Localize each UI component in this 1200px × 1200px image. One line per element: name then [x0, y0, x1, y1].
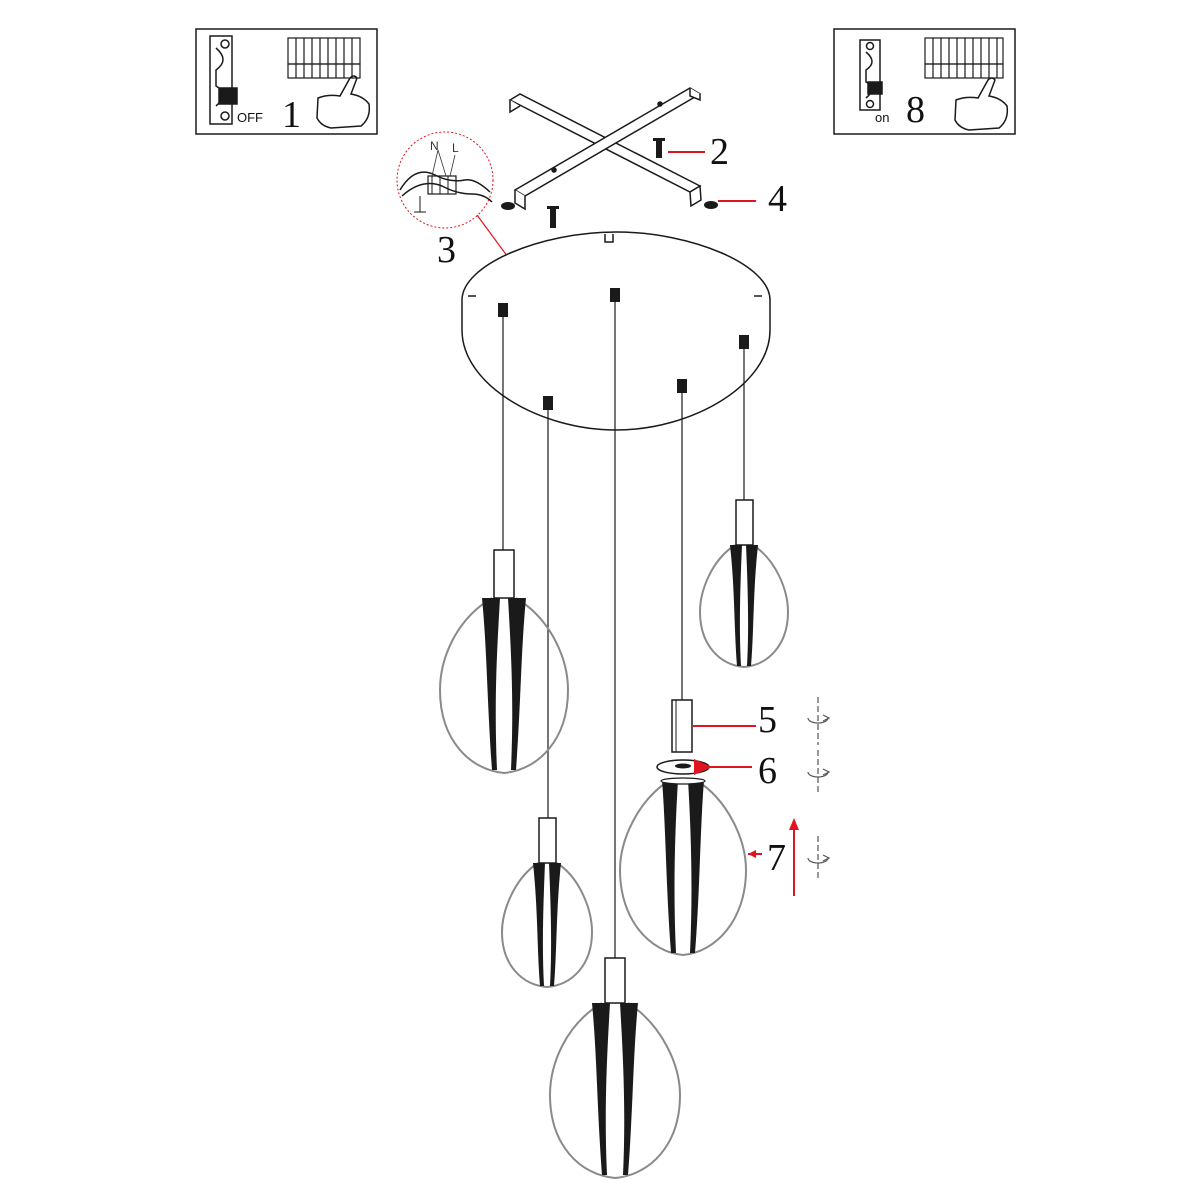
rotate-icon: [807, 697, 831, 745]
hand-icon: [954, 77, 1009, 131]
ceiling-canopy: [461, 231, 771, 431]
neutral-label: N: [430, 139, 439, 153]
step-2-label: 2: [710, 131, 729, 173]
step-1-label: 1: [282, 94, 301, 136]
pendant-shade: [438, 549, 570, 775]
live-label: L: [452, 141, 459, 155]
screw-icon: [653, 138, 705, 158]
terminal-block-icon: [287, 37, 361, 79]
step-3-label: 3: [437, 229, 456, 271]
step-7-label: 7: [767, 837, 786, 879]
terminal-block-icon: [924, 37, 1004, 79]
push-up-arrow-icon: [789, 818, 799, 896]
pendant-shade: [548, 957, 682, 1180]
breaker-switch-icon: [859, 39, 883, 111]
step-5-label: 5: [758, 699, 777, 741]
mounting-bracket: [508, 87, 702, 211]
retaining-ring: [656, 759, 752, 775]
screw-icon: [501, 202, 515, 210]
breaker-switch-icon: [209, 35, 238, 125]
step-8-label: 8: [906, 89, 925, 131]
wiring-detail: N L: [396, 131, 517, 269]
pendant-shade: [500, 817, 594, 989]
switch-off-label: OFF: [237, 110, 263, 125]
step-6-label: 6: [758, 750, 777, 792]
socket-holder: [671, 699, 756, 753]
rotate-icon: [807, 750, 831, 795]
pendant-shade: [618, 777, 762, 957]
hand-icon: [316, 75, 371, 129]
pendant-shade: [698, 499, 790, 669]
step-4-label: 4: [768, 178, 787, 220]
screw-icon: [547, 206, 559, 228]
screw-icon: [704, 200, 756, 209]
switch-on-label: on: [875, 110, 889, 125]
power-off-panel: OFF 1: [195, 28, 378, 136]
cord-grips: [498, 288, 749, 410]
rotate-icon: [807, 836, 831, 878]
power-on-panel: on 8: [833, 28, 1016, 135]
